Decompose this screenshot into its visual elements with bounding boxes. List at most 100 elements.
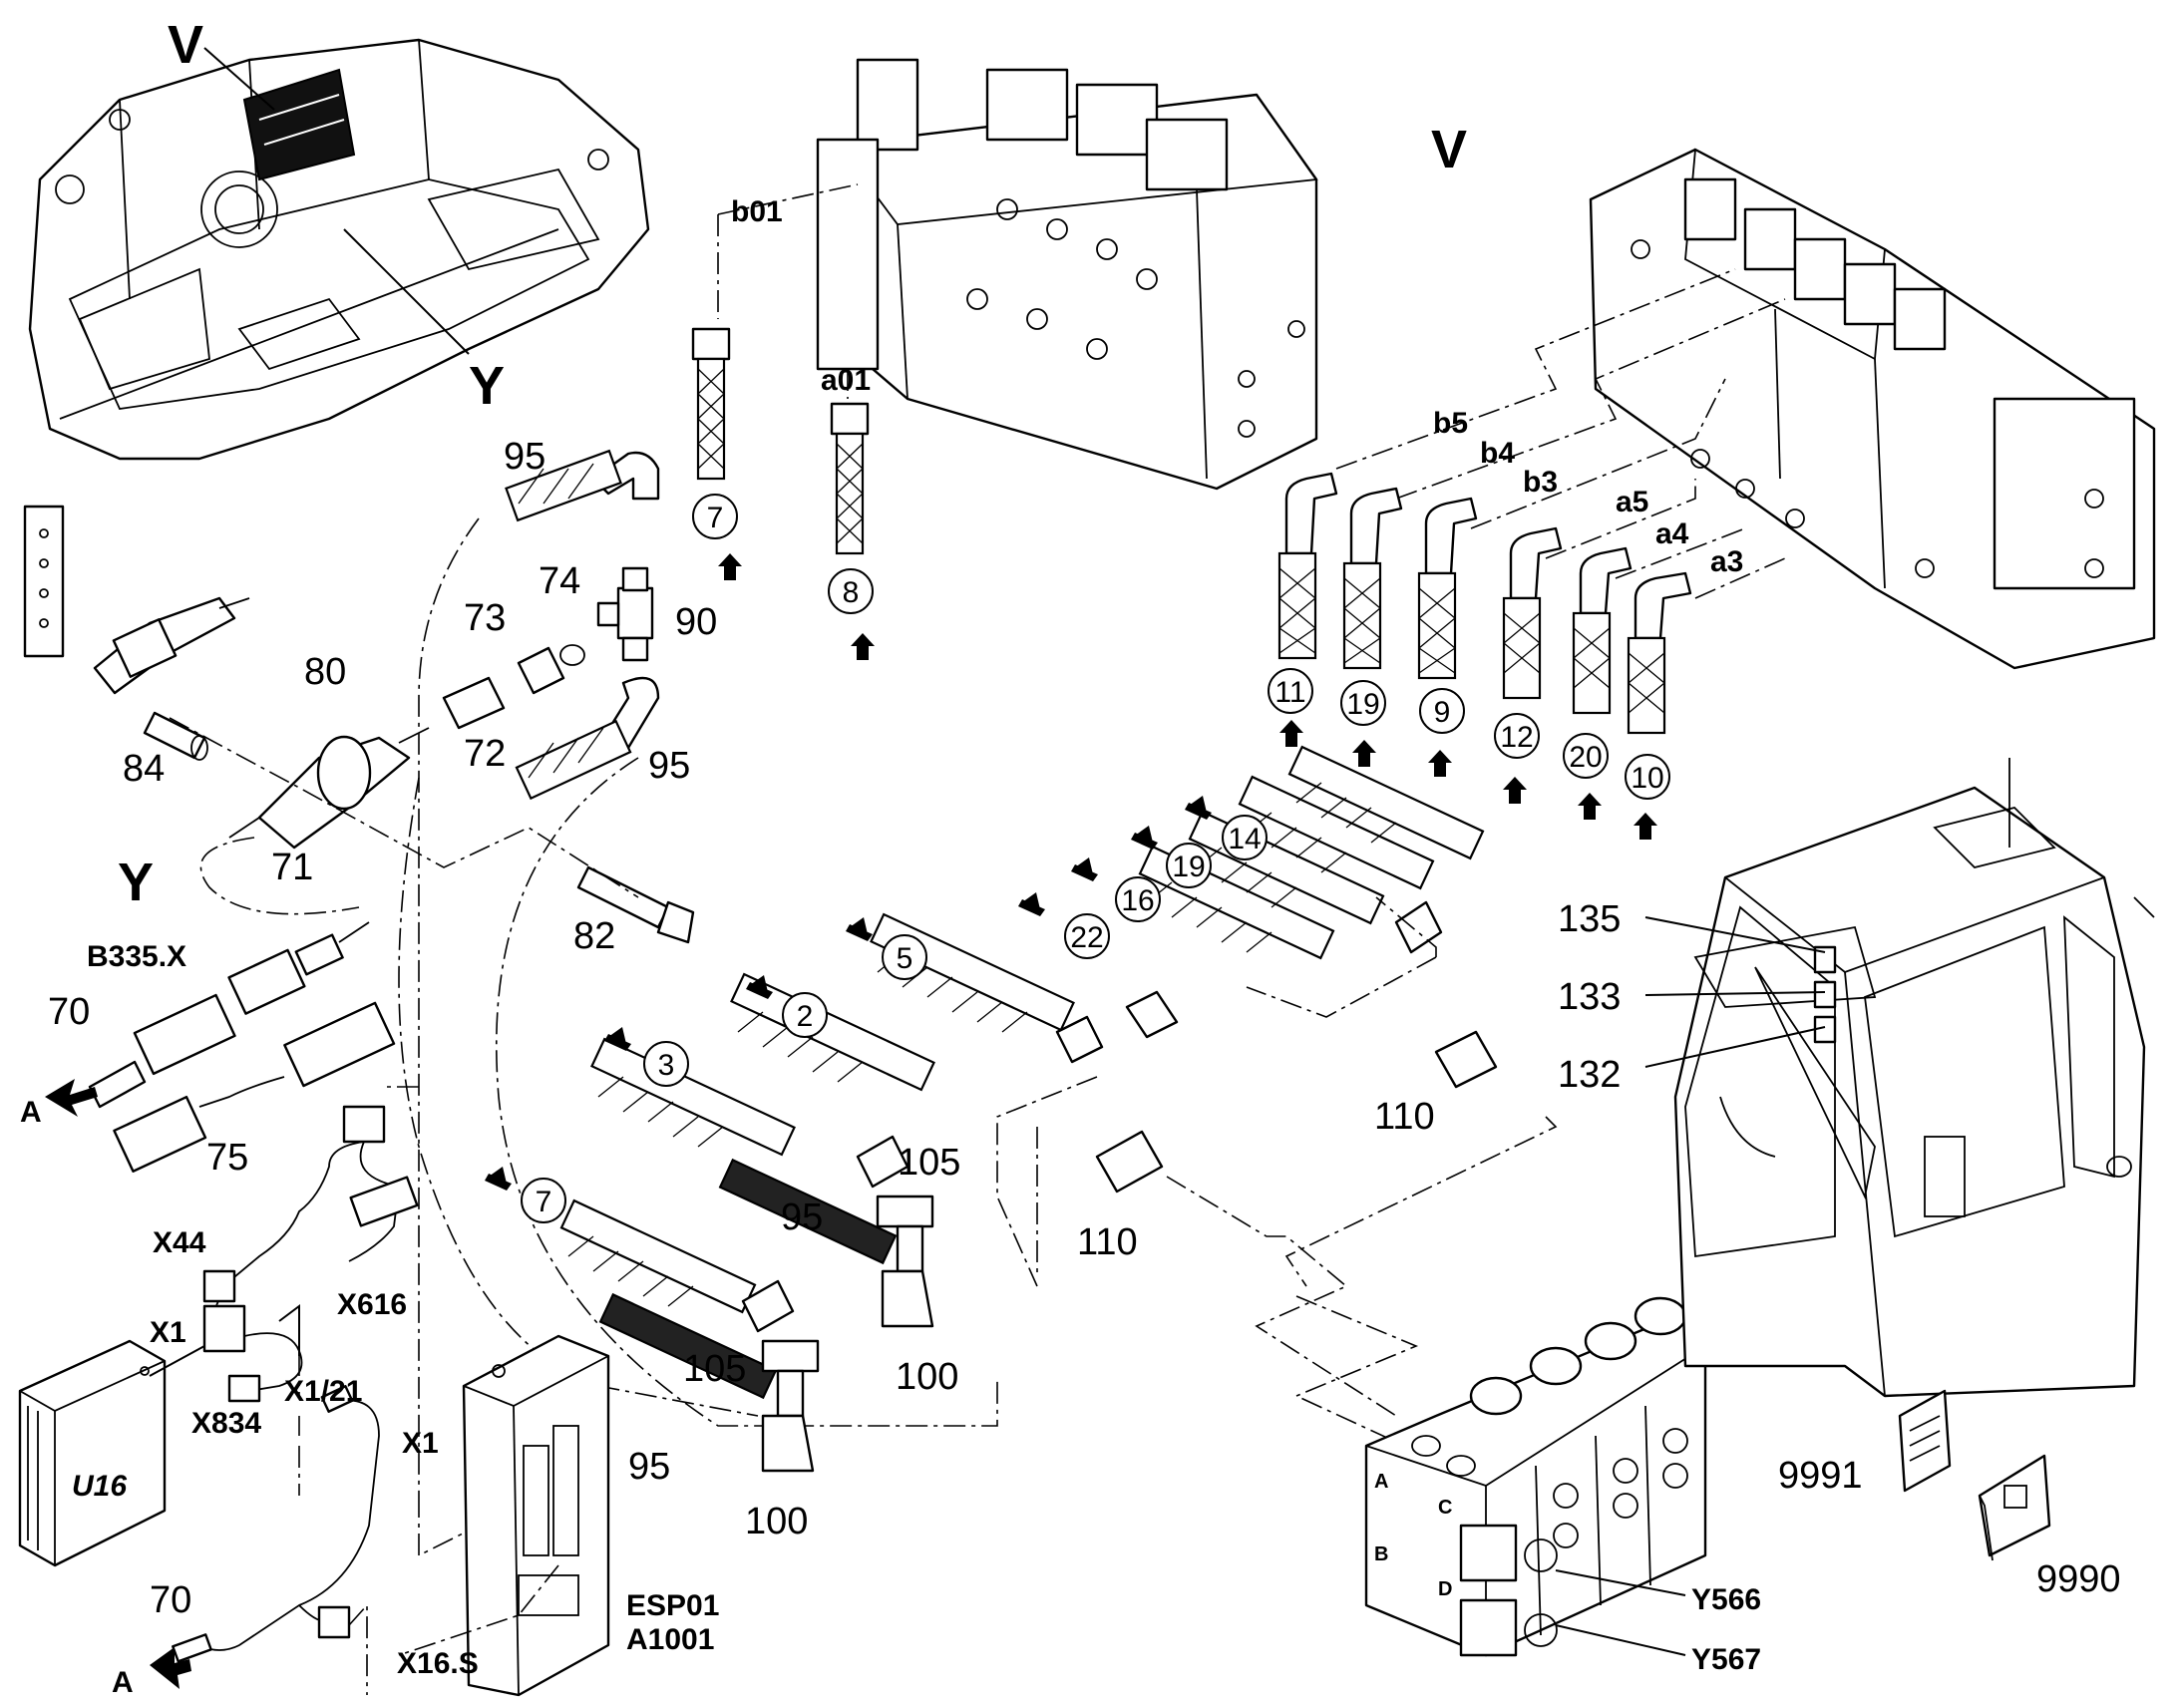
leader-line [149,1345,205,1377]
callout-number: 5 [897,942,913,975]
part-label-82: 82 [573,915,615,957]
callout-number: 10 [1631,762,1663,795]
callout-number: 14 [1228,823,1261,855]
callout-number: 7 [707,502,724,534]
connector-label-x1-a: X1 [150,1316,186,1349]
solenoid-valve-block [1364,1296,1707,1657]
arrow-a-bottom [150,1647,191,1689]
connection-line [398,1564,559,1656]
callout-circle [1064,913,1110,959]
callout-circle [828,568,874,614]
callout-number: 3 [658,1049,675,1082]
leader-line [1555,1624,1686,1656]
view-label-v-small: V [168,15,203,75]
port-label-c: C [1438,1497,1452,1519]
connector-label-x1-21: X1/21 [284,1375,362,1408]
callout-circle [1268,668,1313,714]
callout-circle [1340,680,1386,726]
part-label-9990: 9990 [2036,1558,2121,1600]
view-label-v-large: V [1431,120,1467,179]
port-label-b: B [1374,1543,1388,1565]
part-label-95-top: 95 [504,436,545,478]
hose-label-b01: b01 [731,195,783,228]
callout-number: 22 [1070,921,1103,954]
connection-line [418,517,480,1496]
hose-label-a5: a5 [1616,486,1648,518]
part-label-105-b: 105 [683,1348,746,1390]
part-label-100-b: 100 [745,1501,808,1542]
part-label-84: 84 [123,748,165,790]
callout-number: 19 [1346,688,1379,721]
connection-line [298,1086,419,1496]
part-label-95-bottom: 95 [628,1446,670,1488]
connection-line [169,717,639,898]
control-valve-top [816,58,1318,491]
connector-label-x44: X44 [153,1226,206,1259]
nut-73 [517,644,585,695]
callout-circles: 7 8 11 19 9 12 20 10 14 19 16 22 5 2 3 7 [521,494,1670,1223]
hose-label-b5: b5 [1433,407,1468,440]
part-label-71: 71 [271,847,313,888]
connector-b335x [227,921,370,1015]
callout-number: 19 [1172,851,1205,883]
pressure-switch-upper [93,596,250,695]
part-label-95-low: 95 [781,1196,823,1238]
connection-line [717,183,859,215]
callout-circle [1222,815,1268,860]
solenoid-label-y567: Y567 [1691,1643,1761,1676]
elbow-hose-95-mid [515,676,660,801]
bolt-82 [576,865,695,944]
callout-circle [1625,754,1670,800]
callout-circle [1494,713,1540,759]
connection-lines-middle [996,896,1558,1457]
connector-label-x616: X616 [337,1288,407,1321]
part-label-110-a: 110 [1077,1221,1138,1263]
part-label-133: 133 [1558,976,1621,1018]
connector-label-x834: X834 [191,1407,261,1440]
sleeve-84 [143,711,208,761]
hose-label-a4: a4 [1655,517,1689,550]
callout-number: 9 [1434,696,1451,729]
view-label-a-top: A [20,1096,42,1129]
part-label-9991: 9991 [1778,1455,1863,1497]
hoses-middle [559,745,1485,1400]
leader-line [1644,1026,1826,1068]
connection-line [199,837,360,915]
connection-line [348,1495,540,1695]
callout-number: 8 [843,576,860,609]
callout-circle [1166,843,1212,888]
connector-75 [113,1001,396,1173]
panel-label-esp01: ESP01 [626,1589,719,1622]
port-label-d: D [1438,1578,1452,1600]
part-label-105-a: 105 [898,1142,960,1184]
callout-number: 11 [1274,676,1305,709]
operator-cab [1673,758,2155,1398]
part-label-110-b: 110 [1374,1096,1435,1138]
arrow-a-top [45,1079,98,1117]
connector-label-b335x: B335.X [87,940,186,973]
fittings-middle [741,900,1498,1473]
leader-line [1555,1569,1686,1596]
elbow-hose-95-top [505,449,660,522]
view-label-a-bottom: A [112,1666,134,1699]
port-label-a: A [1374,1471,1388,1493]
callout-number: 2 [797,1000,814,1033]
part-label-90: 90 [675,601,717,643]
adapter-72 [442,676,506,730]
fuse-panel-esp01 [462,1334,610,1697]
callout-number: 7 [536,1186,552,1218]
leader-line [1644,916,1826,953]
connector-label-x16s: X16.S [397,1647,479,1680]
hose-label-a01: a01 [821,364,871,397]
leader-line [1644,991,1826,996]
control-unit-label-u16: U16 [72,1470,127,1503]
part-label-95-mid: 95 [648,745,690,787]
wire-harness [202,1105,419,1403]
elbow-hoses-right [1277,472,1692,735]
view-label-y-small: Y [469,356,505,416]
part-label-70-top: 70 [48,991,90,1033]
connection-lines-b-a [1335,268,1786,599]
callout-circle [521,1178,566,1223]
part-label-74: 74 [539,560,580,602]
